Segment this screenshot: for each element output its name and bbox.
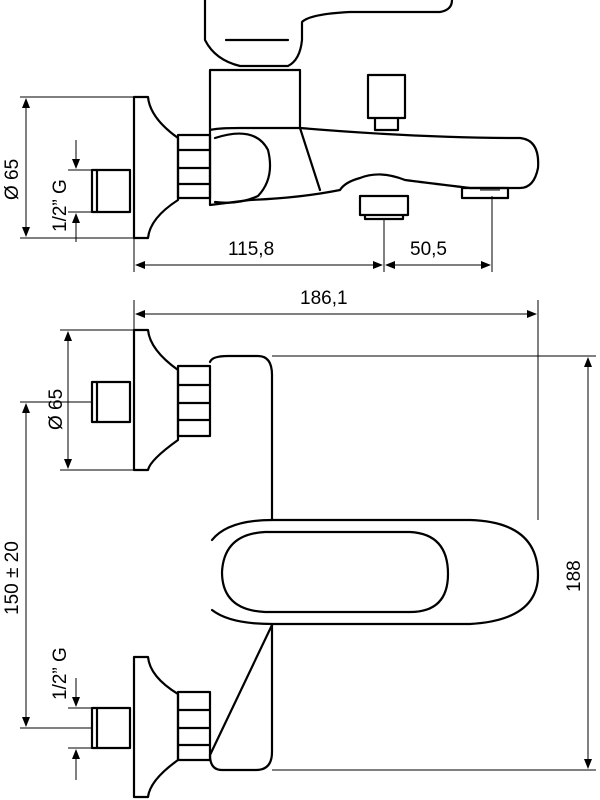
spout-reach-label: 50,5 xyxy=(410,239,447,260)
front-thread-label: 1/2” G xyxy=(50,647,71,700)
front-flange-diameter-label: Ø 65 xyxy=(46,389,67,430)
overall-depth-label: 186,1 xyxy=(300,288,348,309)
front-view-dimensions: Ø 65 150 ± 20 1/2” G 188 xyxy=(2,329,596,780)
center-distance-label: 150 ± 20 xyxy=(2,541,23,615)
front-upper-pipe xyxy=(90,380,132,424)
front-lever xyxy=(270,518,540,626)
side-wall-flange xyxy=(132,95,180,240)
front-lower-nut xyxy=(176,690,212,762)
side-lever xyxy=(203,0,454,68)
side-flange-diameter-label: Ø 65 xyxy=(2,159,23,200)
side-view xyxy=(90,0,540,240)
front-lever-slot xyxy=(220,530,450,614)
side-aerator xyxy=(460,186,510,200)
side-thread-label: 1/2” G xyxy=(50,179,71,232)
depth-to-spout-label: 115,8 xyxy=(228,239,274,260)
front-view xyxy=(90,328,540,799)
side-connector-pipe xyxy=(90,168,132,214)
side-handle-column xyxy=(208,68,302,132)
side-bottom-outlet xyxy=(358,194,410,221)
side-pivot xyxy=(213,132,272,204)
front-upper-flange xyxy=(132,328,180,472)
front-body xyxy=(208,354,274,772)
front-upper-nut xyxy=(176,364,212,438)
side-view-dimensions: Ø 65 1/2” G 115,8 50,5 186,1 xyxy=(2,96,539,520)
overall-length-label: 188 xyxy=(564,560,585,592)
front-lower-flange xyxy=(132,655,180,799)
front-lower-pipe xyxy=(90,706,132,750)
side-body-spout xyxy=(208,126,540,207)
side-flange-nut xyxy=(176,133,212,200)
side-diverter-knob xyxy=(366,73,407,132)
